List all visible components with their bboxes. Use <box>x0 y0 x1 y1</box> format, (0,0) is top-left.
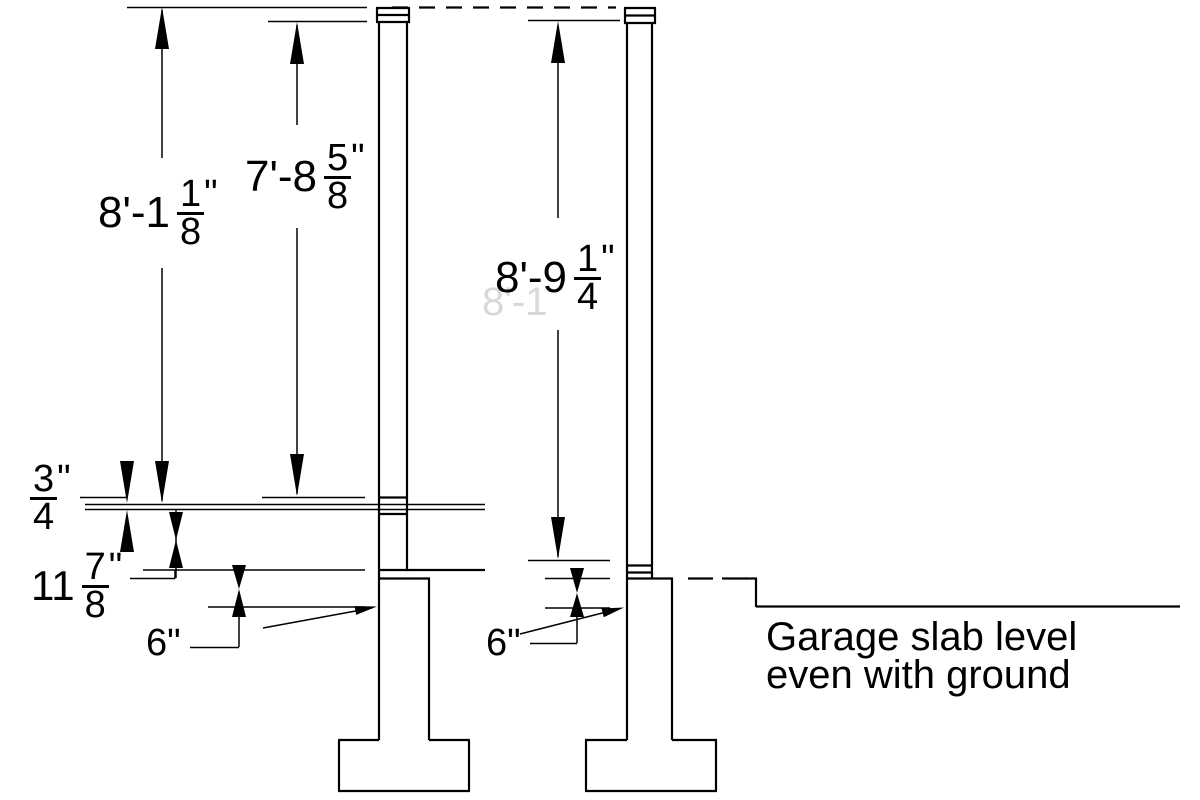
fraction: 7 " 8 <box>81 548 122 624</box>
dim-label-garage-wall-height: 8'-9 1 " 4 <box>495 238 615 318</box>
dim-label-subfloor-thickness: 3 " 4 <box>30 460 71 536</box>
fraction: 1 " 4 <box>574 240 615 316</box>
fraction: 3 " 4 <box>30 460 71 536</box>
dim-label-stem-right: 6" <box>486 622 521 664</box>
dim-stem-right <box>519 568 624 645</box>
dim-label-left-wall-overall: 8'-1 1 " 8 <box>98 173 218 253</box>
garage-foundation <box>584 577 718 793</box>
garage-slab-note-line2: even with ground <box>766 653 1071 697</box>
ghost-dimension-text: 8'-1 <box>482 280 548 324</box>
dim-left-wall-overall <box>127 6 367 503</box>
ground-line <box>688 577 1180 608</box>
dim-left-wall-clear <box>262 20 367 499</box>
floor-assembly <box>85 503 485 572</box>
dim-subfloor-thickness <box>80 461 134 552</box>
fraction: 1 " 8 <box>177 175 218 251</box>
garage-slab-note-line1: Garage slab level <box>766 615 1078 659</box>
fraction: 5 " 8 <box>324 139 365 215</box>
dim-label-stem-left: 6" <box>146 622 181 664</box>
house-wall-section <box>375 6 411 578</box>
dim-label-joist-depth: 11 7 " 8 <box>31 546 123 626</box>
garage-wall-section <box>623 6 657 578</box>
dim-label-left-wall-clear: 7'-8 5 " 8 <box>245 137 365 217</box>
dim-joist-depth <box>130 509 183 580</box>
dim-garage-wall-height <box>528 19 620 562</box>
house-foundation <box>337 577 471 793</box>
dim-stem-left <box>190 565 377 649</box>
garage-slab-note: Garage slab level even with ground <box>766 615 1078 697</box>
